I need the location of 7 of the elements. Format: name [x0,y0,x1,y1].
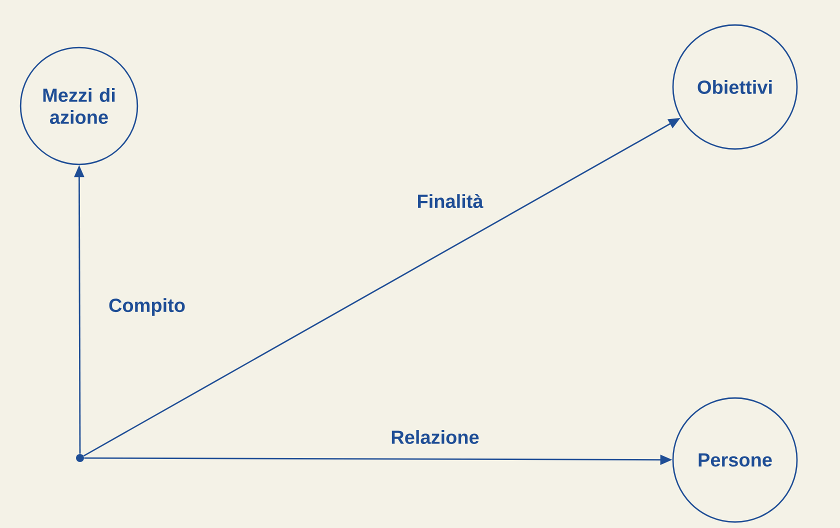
edge-label: Relazione [388,428,482,446]
circle-node: Persone [672,397,798,523]
circle-node: Obiettivi [672,24,798,150]
circle-node: Mezzi di azione [20,46,138,166]
edge-label: Compito [106,296,188,318]
edge-label: Finalità [414,192,486,210]
dot [76,454,84,462]
